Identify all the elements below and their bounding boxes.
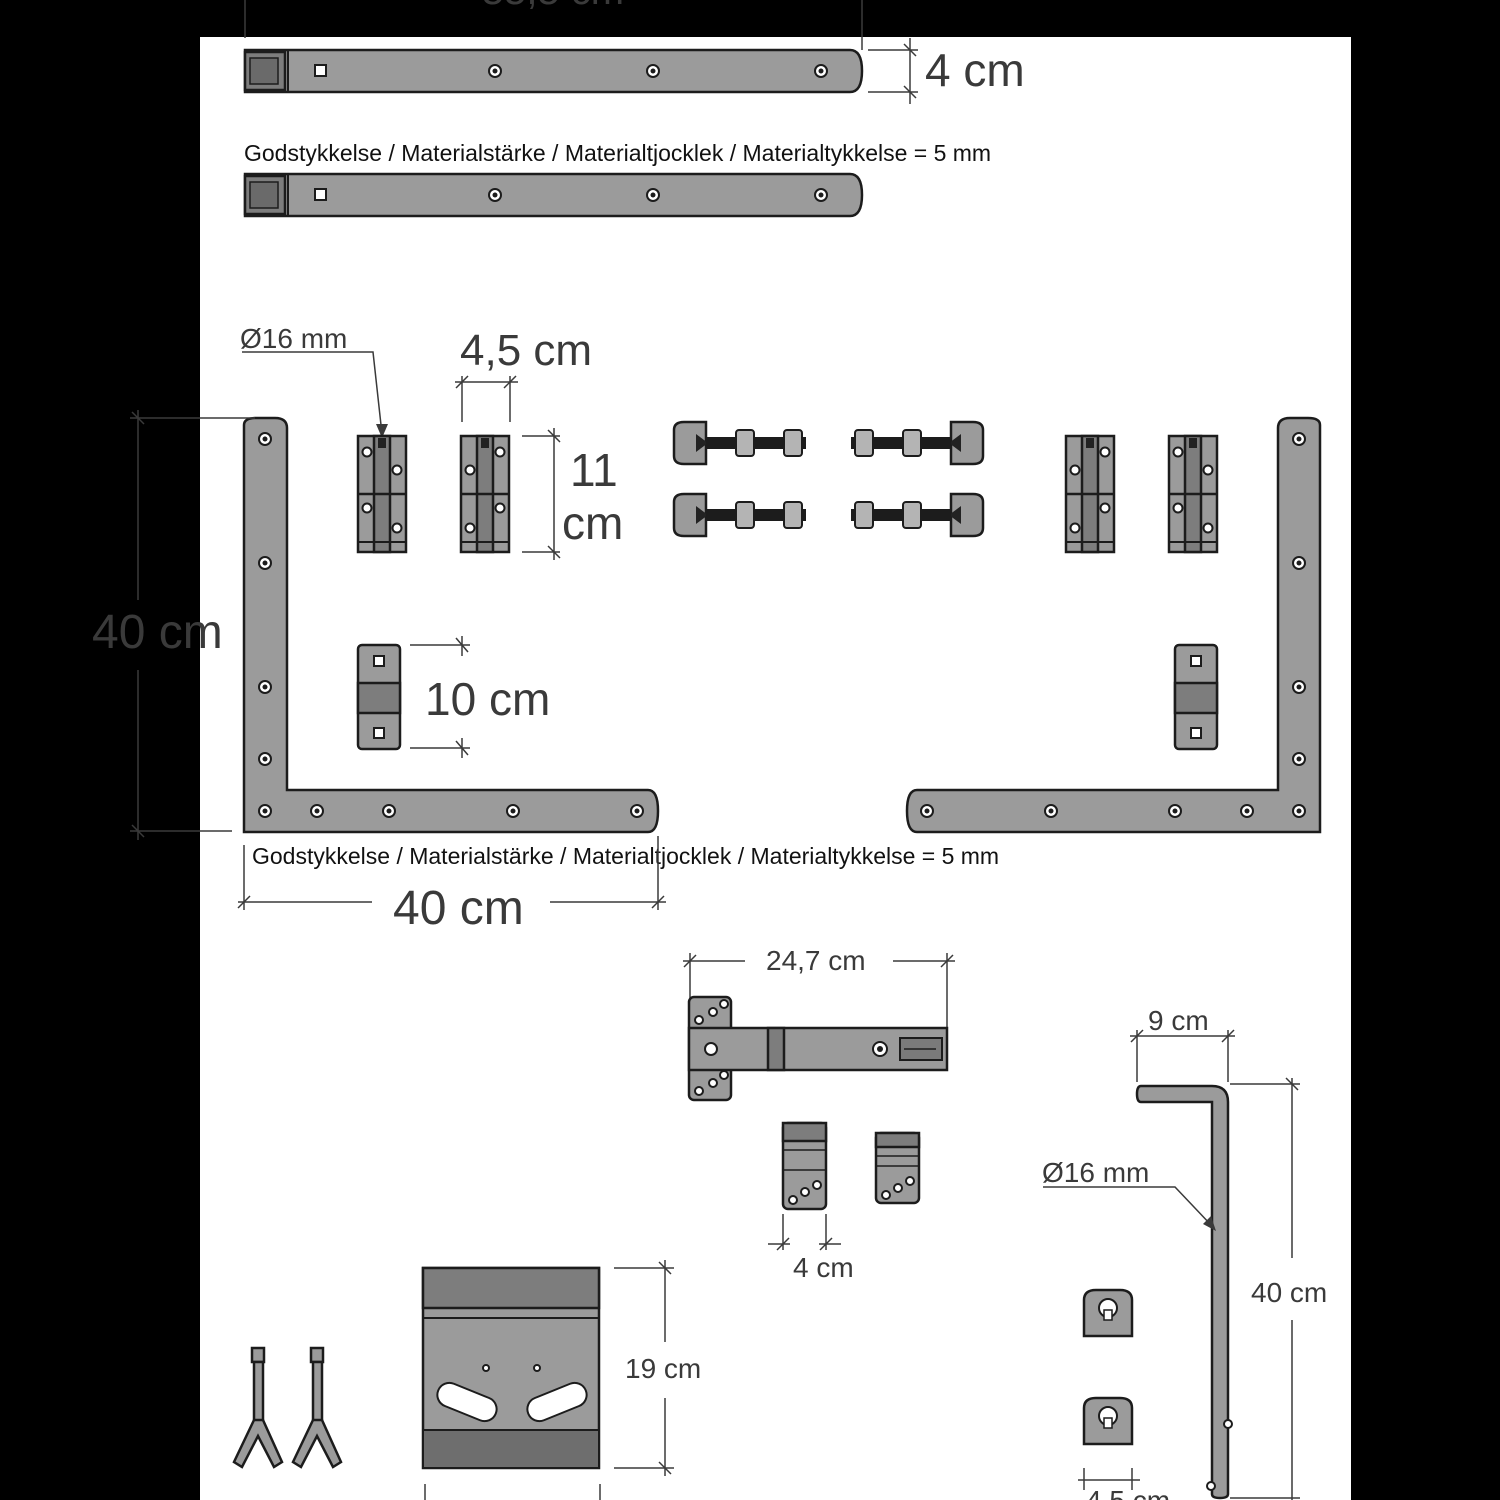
clip-height-dimension: 10 cm	[410, 636, 550, 758]
hinge-block-1	[356, 434, 408, 554]
hinge-block-2	[459, 434, 511, 554]
strap-hinge-1	[243, 48, 864, 94]
strap-hinge-2	[243, 172, 864, 218]
clip-height-label: 10 cm	[425, 673, 550, 725]
corner-height-label: 40 cm	[92, 606, 223, 659]
thickness-note-top: Godstykkelse / Materialstärke / Material…	[244, 140, 991, 166]
hinge-block-height-dimension: 11 cm	[522, 428, 623, 560]
drop-bolt-length-dimension: 40 cm	[1230, 1077, 1327, 1500]
bolt-keeper-1	[1082, 1288, 1134, 1338]
plate-height-label: 19 cm	[625, 1353, 701, 1384]
corner-height-dimension: 40 cm	[92, 410, 255, 840]
catch-width-label: 4 cm	[793, 1252, 854, 1283]
keeper-width-dimension: 4,5 cm	[1078, 1468, 1170, 1500]
hinge-bolt-1	[672, 420, 806, 466]
drop-bolt-hook-label: 9 cm	[1148, 1005, 1209, 1036]
pin-diameter-label-top: Ø16 mm	[240, 323, 347, 354]
square-hole	[314, 188, 327, 201]
hinge-block-height-label-1: 11	[570, 444, 618, 496]
latch-catch-1	[781, 1121, 828, 1211]
plate-height-dimension: 19 cm	[424, 1260, 701, 1500]
strap-clip-right	[1173, 643, 1219, 751]
ground-spike-2	[291, 1346, 343, 1469]
latch-length-label: 24,7 cm	[766, 945, 866, 976]
strap-width-label: 4 cm	[925, 44, 1025, 96]
hinge-bolt-2	[672, 492, 806, 538]
top-length-label: 55,5 cm	[482, 0, 624, 13]
top-length-dimension: 55,5 cm	[244, 0, 863, 50]
gate-latch	[687, 995, 949, 1102]
drop-bolt-length-label: 40 cm	[1251, 1277, 1327, 1308]
bolt-keeper-2	[1082, 1396, 1134, 1446]
drop-bolt	[1135, 1084, 1233, 1500]
hinge-block-4	[1167, 434, 1219, 554]
hinge-block-width-label: 4,5 cm	[460, 326, 592, 375]
hinge-bolt-3	[851, 420, 985, 466]
hinge-block-3	[1064, 434, 1116, 554]
drop-bolt-diameter-callout: Ø16 mm	[1042, 1157, 1216, 1231]
pin-diameter-callout: Ø16 mm	[240, 323, 388, 438]
corner-width-dimension: 40 cm	[237, 836, 666, 935]
corner-bracket-right	[905, 416, 1322, 834]
square-hole	[314, 64, 327, 77]
hinge-block-height-label-2: cm	[562, 497, 623, 549]
corner-bracket-left	[242, 416, 660, 834]
drawing-sheet	[200, 37, 1351, 1500]
latch-length-dimension: 24,7 cm	[683, 945, 955, 1028]
ground-spike-1	[232, 1346, 284, 1469]
corner-width-label: 40 cm	[393, 882, 524, 935]
latch-catch-2	[874, 1131, 921, 1205]
mounting-plate	[421, 1266, 601, 1470]
thickness-note-middle: Godstykkelse / Materialstärke / Material…	[252, 843, 999, 869]
drop-bolt-diameter-label: Ø16 mm	[1042, 1157, 1149, 1188]
catch-width-dimension: 4 cm	[768, 1214, 854, 1283]
hinge-block-width-dimension: 4,5 cm	[455, 326, 592, 422]
strap-clip-left	[356, 643, 402, 751]
strap-width-dimension: 4 cm	[868, 38, 1025, 104]
drop-bolt-hook-dimension: 9 cm	[1130, 1005, 1235, 1082]
keeper-width-label: 4,5 cm	[1086, 1485, 1170, 1500]
hinge-bolt-4	[851, 492, 985, 538]
